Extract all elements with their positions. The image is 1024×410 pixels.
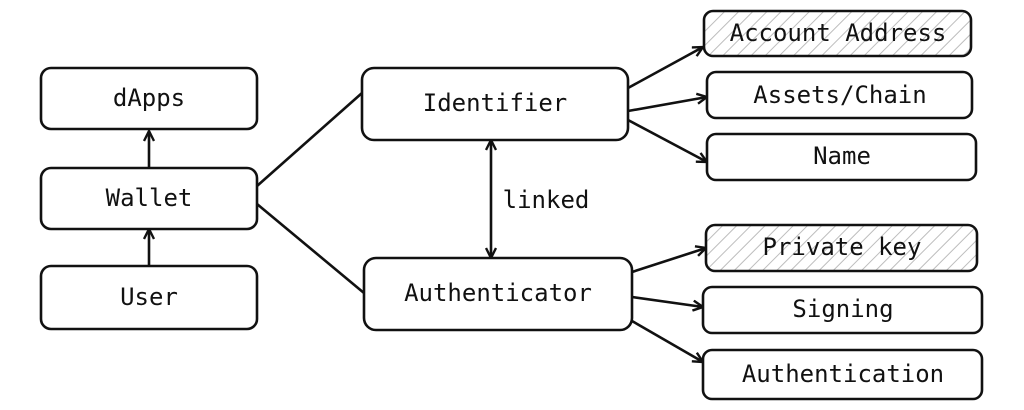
linked-label: linked	[503, 186, 590, 214]
wallet-to-identifier-line	[256, 92, 363, 187]
identifier-node: Identifier	[360, 66, 630, 142]
identifier-to-name-arrow	[627, 118, 707, 162]
wallet-node: Wallet	[39, 166, 259, 231]
private-key-node: Private key	[704, 223, 979, 273]
name-node: Name	[705, 132, 978, 182]
account-address-node: Account Address	[702, 9, 973, 58]
private-key-label: Private key	[763, 233, 922, 261]
authenticator-to-private-key-arrow	[631, 248, 706, 274]
assets-chain-node: Assets/Chain	[705, 70, 974, 120]
signing-node: Signing	[701, 285, 984, 335]
wallet-to-authenticator-line	[256, 203, 365, 294]
authenticator-label: Authenticator	[404, 279, 592, 307]
identifier-to-assets-chain-arrow	[627, 97, 707, 113]
connectors	[149, 47, 707, 362]
authenticator-to-authentication-arrow	[631, 319, 703, 362]
dapps-node: dApps	[39, 66, 259, 131]
authentication-label: Authentication	[742, 360, 944, 388]
authenticator-node: Authenticator	[362, 256, 634, 332]
wallet-label: Wallet	[106, 184, 193, 212]
account-address-label: Account Address	[730, 19, 947, 47]
user-node: User	[39, 264, 259, 331]
identifier-to-account-address-arrow	[627, 47, 703, 90]
name-label: Name	[813, 142, 871, 170]
authenticator-to-signing-arrow	[631, 295, 703, 307]
identifier-label: Identifier	[423, 89, 568, 117]
signing-label: Signing	[792, 295, 893, 323]
authentication-node: Authentication	[701, 348, 984, 401]
dapps-label: dApps	[113, 84, 185, 112]
assets-chain-label: Assets/Chain	[753, 81, 926, 109]
user-label: User	[120, 283, 178, 311]
